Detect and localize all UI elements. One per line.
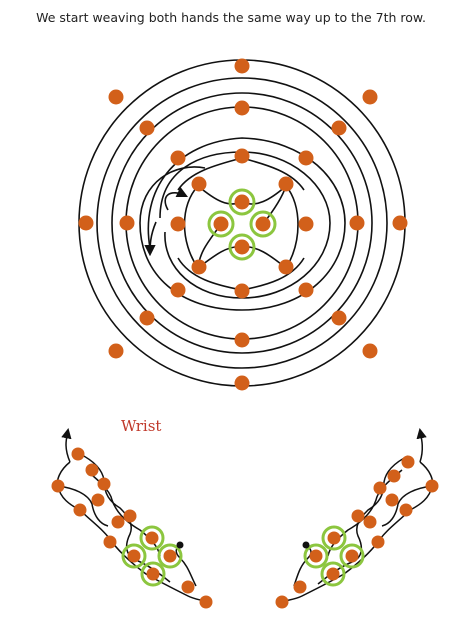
arrow-thread-top — [164, 186, 189, 211]
left-hand-strip — [51, 427, 213, 609]
bead-icon — [298, 282, 314, 298]
bead-icon — [199, 595, 213, 609]
wrist-label: Wrist — [121, 417, 162, 435]
right-strip-lead-thread — [416, 427, 427, 463]
highlight-ring-icon — [303, 543, 329, 569]
bead-icon — [385, 493, 399, 507]
highlight-ring-icon — [121, 543, 147, 569]
bead-icon — [298, 150, 314, 166]
bead-icon — [255, 216, 271, 232]
bead-icon — [349, 215, 365, 231]
bead-icon — [85, 463, 99, 477]
bead-icon — [97, 477, 111, 491]
bead-icon — [51, 479, 65, 493]
bead-icon — [387, 469, 401, 483]
bead-icon — [163, 549, 177, 563]
bead-icon — [326, 567, 340, 581]
highlight-ring-icon — [249, 210, 277, 238]
highlight-ring-icon — [228, 188, 256, 216]
highlight-ring-icon — [207, 210, 235, 238]
bead-icon — [234, 100, 250, 116]
outer-ring-4 — [96, 77, 388, 369]
bead-icon — [91, 493, 105, 507]
bead-icon — [234, 283, 250, 299]
bead-icon — [371, 535, 385, 549]
bead-icon — [191, 176, 207, 192]
bead-icon — [119, 215, 135, 231]
bead-icon — [139, 310, 155, 326]
bead-icon — [234, 375, 250, 391]
bead-icon — [331, 310, 347, 326]
bead-icon — [309, 549, 323, 563]
bead-icon — [146, 567, 160, 581]
highlight-ring-icon — [320, 561, 346, 587]
thread-end-dot-icon — [176, 541, 184, 549]
outer-ring-2 — [125, 106, 359, 340]
bead-icon — [401, 455, 415, 469]
bead-icon — [170, 150, 186, 166]
right-strip-thread-d — [381, 485, 433, 527]
arrow-thread-left — [144, 221, 157, 257]
left-strip-lead-thread — [61, 427, 72, 463]
bead-icon — [213, 216, 229, 232]
bead-icon — [71, 447, 85, 461]
right-hand-strip — [275, 427, 439, 609]
bead-icon — [327, 531, 341, 545]
highlight-ring-icon — [157, 543, 183, 569]
bead-icon — [351, 509, 365, 523]
bead-icon — [234, 194, 250, 210]
bead-icon — [127, 549, 141, 563]
highlight-ring-icon — [321, 525, 347, 551]
bead-icon — [123, 509, 137, 523]
circle-beads — [78, 58, 408, 391]
bead-icon — [362, 343, 378, 359]
bead-icon — [170, 282, 186, 298]
bead-icon — [331, 120, 347, 136]
center-cluster — [207, 188, 277, 261]
bead-icon — [278, 259, 294, 275]
bead-icon — [191, 259, 207, 275]
bead-icon — [170, 216, 186, 232]
bead-icon — [234, 332, 250, 348]
bead-icon — [392, 215, 408, 231]
bead-icon — [78, 215, 94, 231]
bead-icon — [111, 515, 125, 529]
left-strip-thread-a — [56, 461, 207, 603]
bead-icon — [181, 580, 195, 594]
bead-icon — [139, 120, 155, 136]
highlight-ring-icon — [228, 233, 256, 261]
page-caption: We start weaving both hands the same way… — [36, 10, 426, 25]
bead-icon — [145, 531, 159, 545]
bead-icon — [345, 549, 359, 563]
inner-loop-right — [285, 185, 299, 269]
thread-end-dot-icon — [302, 541, 310, 549]
inner-spiral-thread — [139, 137, 346, 311]
outer-ring-3 — [111, 92, 373, 354]
bead-icon — [73, 503, 87, 517]
bead-icon — [108, 343, 124, 359]
highlight-ring-icon — [339, 543, 365, 569]
bead-icon — [234, 148, 250, 164]
bead-icon — [373, 481, 387, 495]
left-strip-thread-d — [57, 485, 109, 527]
bead-icon — [399, 503, 413, 517]
bead-icon — [108, 89, 124, 105]
highlight-ring-icon — [139, 525, 165, 551]
highlight-ring-icon — [140, 561, 166, 587]
bead-icon — [278, 176, 294, 192]
bead-icon — [362, 89, 378, 105]
bead-icon — [234, 239, 250, 255]
inner-spiral-thread-2 — [159, 151, 331, 299]
bead-icon — [425, 479, 439, 493]
bead-icon — [298, 216, 314, 232]
bead-icon — [103, 535, 117, 549]
bead-icon — [363, 515, 377, 529]
bead-icon — [293, 580, 307, 594]
bead-icon — [234, 58, 250, 74]
bead-icon — [275, 595, 289, 609]
inner-loop-left — [183, 185, 199, 269]
